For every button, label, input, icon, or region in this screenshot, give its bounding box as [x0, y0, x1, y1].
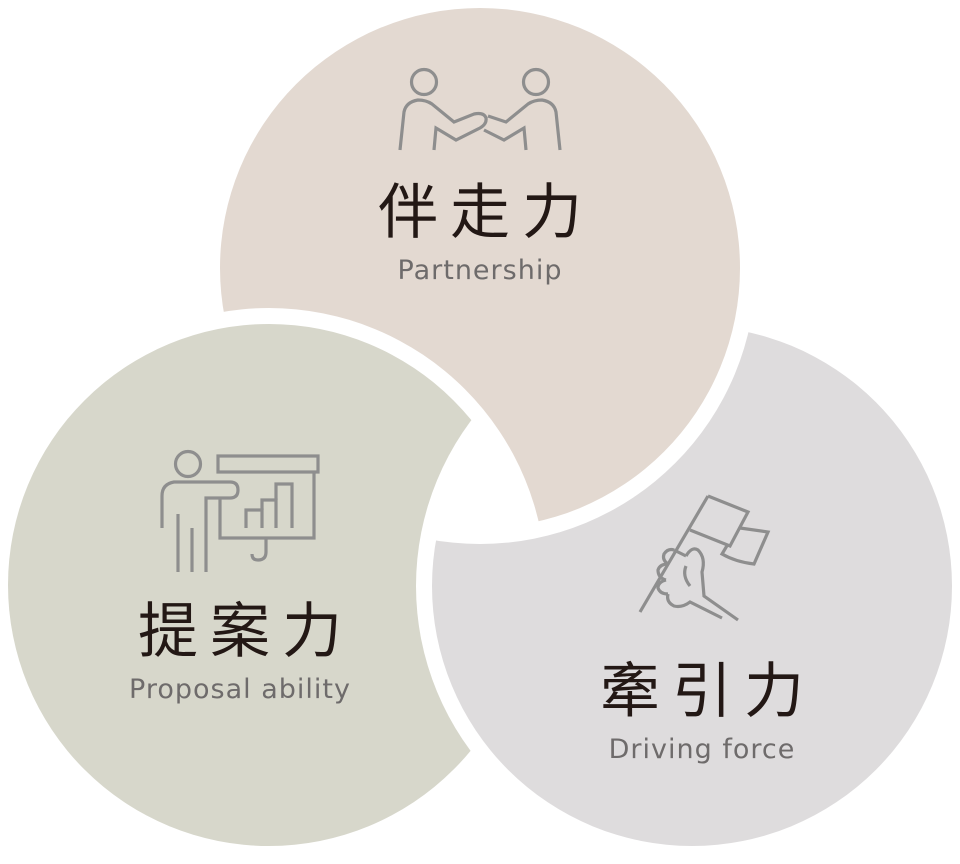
partnership-label: 伴走力 Partnership	[378, 183, 582, 284]
proposal-subtitle: Proposal ability	[129, 674, 351, 705]
handshake-icon	[398, 67, 562, 151]
partnership-title: 伴走力	[378, 178, 594, 248]
driving-force-title: 牽引力	[600, 657, 816, 727]
proposal-title: 提案力	[137, 597, 354, 667]
driving-force-label: 牽引力 Driving force	[600, 662, 804, 763]
presentation-icon	[160, 449, 320, 572]
driving-force-circle	[432, 326, 952, 846]
driving-force-subtitle: Driving force	[608, 734, 796, 765]
proposal-label: 提案力 Proposal ability	[129, 602, 351, 703]
proposal-circle	[8, 324, 530, 846]
flag-in-hand-icon	[638, 494, 771, 622]
partnership-subtitle: Partnership	[397, 255, 563, 286]
